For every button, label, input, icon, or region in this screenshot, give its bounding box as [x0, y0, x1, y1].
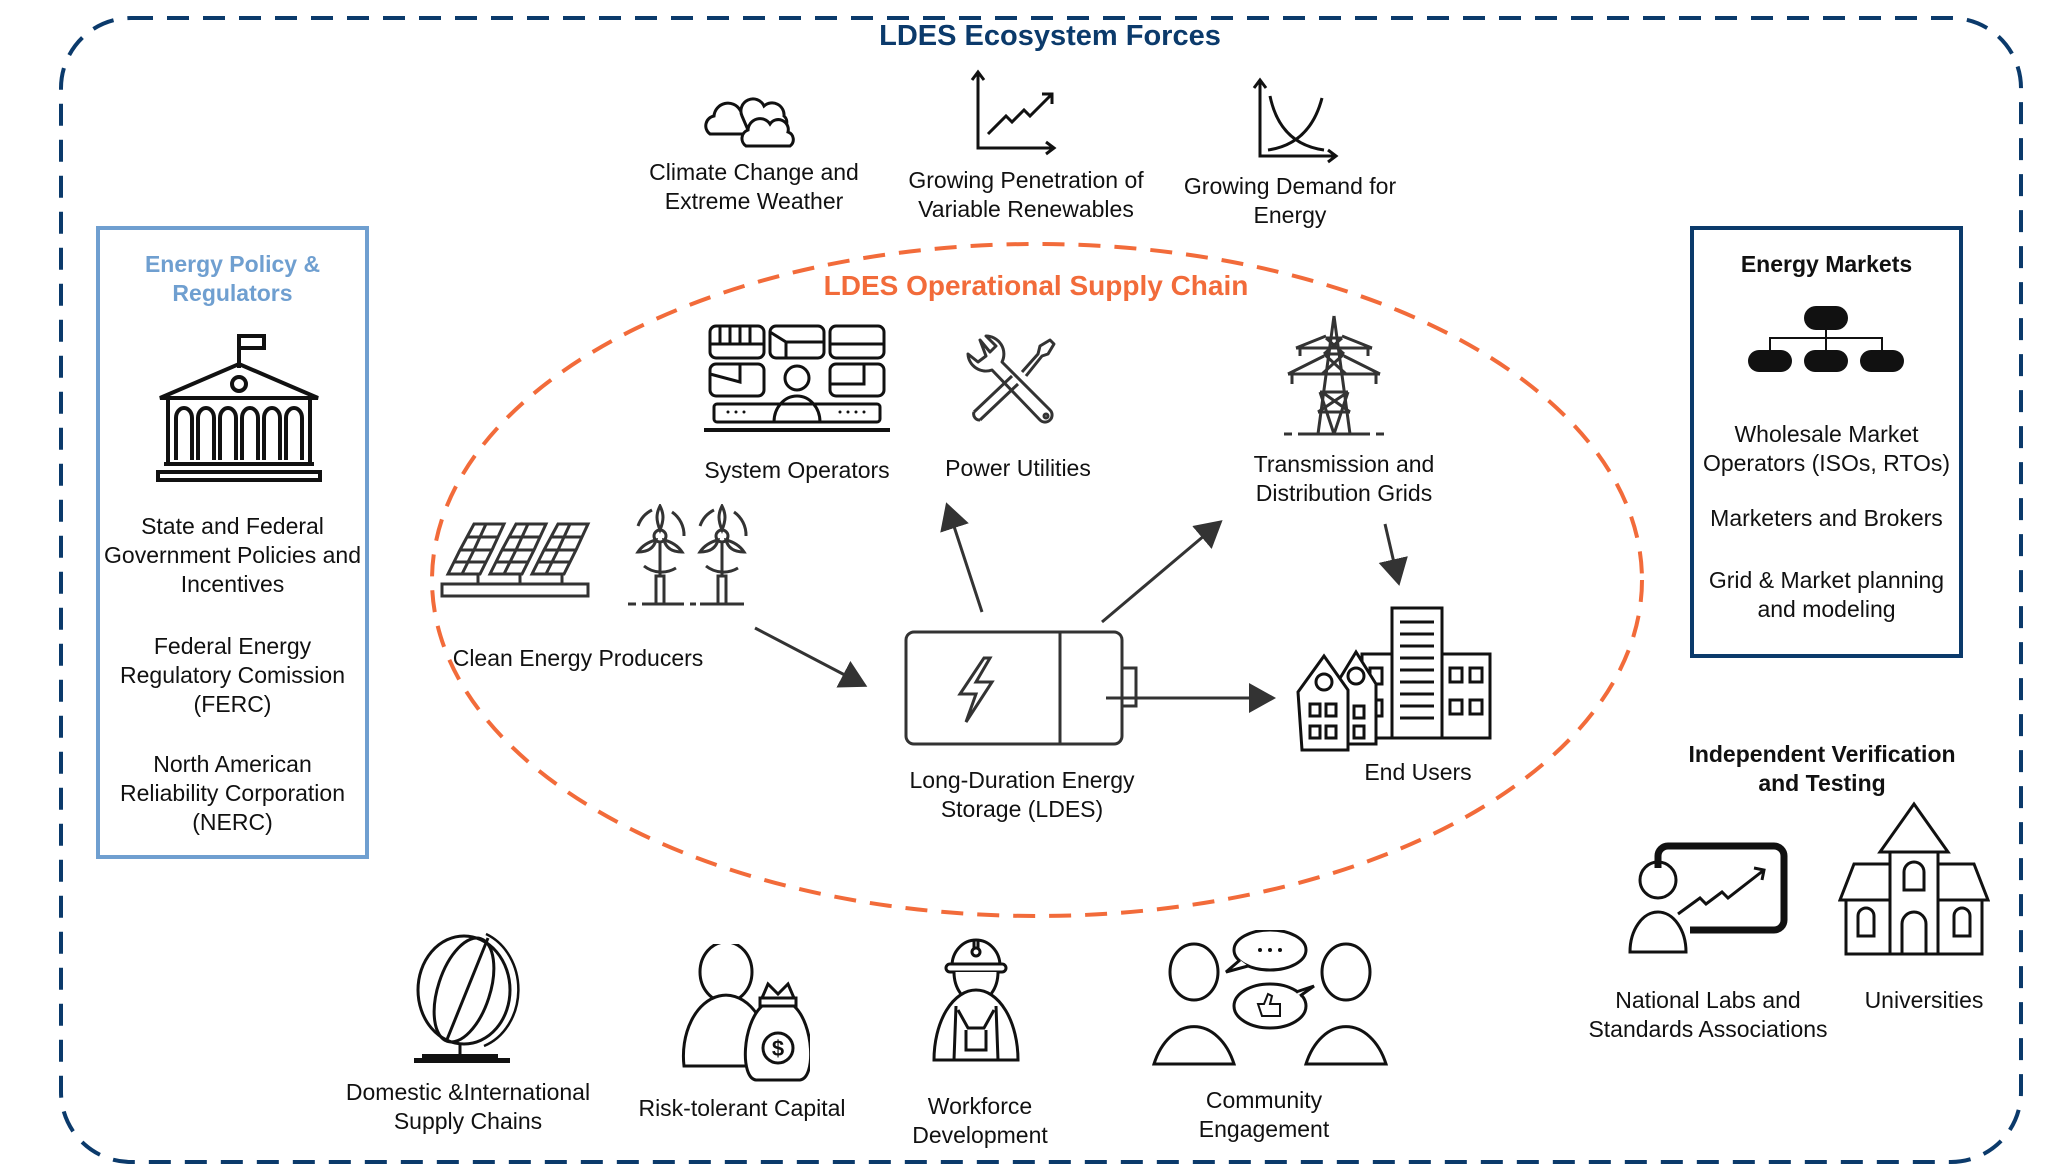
people-conversation-icon: [1151, 930, 1389, 1066]
node-end-users-label: End Users: [1364, 759, 1472, 785]
org-chart-icon: [1748, 306, 1904, 372]
flow-arrows: [754, 502, 1408, 713]
control-room-operator-icon: [704, 324, 890, 432]
transmission-tower-icon: [1284, 315, 1384, 436]
supply-chain-title: LDES Operational Supply Chain: [823, 270, 1249, 301]
wrench-screwdriver-icon: [966, 334, 1056, 424]
presenter-chart-icon: [1628, 842, 1788, 954]
markets-item-brokers: Marketers and Brokers: [1710, 505, 1943, 531]
force-capital-label: Risk-tolerant Capital: [638, 1095, 846, 1121]
solar-wind-icon: [440, 504, 748, 606]
government-building-icon: [156, 334, 322, 482]
verification-universities-label: Universities: [1864, 987, 1984, 1013]
markets-title: Energy Markets: [1740, 251, 1913, 277]
rising-chart-icon: [970, 69, 1057, 156]
node-system-operators-label: System Operators: [704, 457, 890, 483]
arrow-clean-to-ldes: [754, 626, 868, 688]
university-building-icon: [1838, 801, 1990, 956]
battery-icon: [904, 630, 1138, 746]
arrow-ldes-to-utilities: [940, 502, 984, 613]
svg-text:$: $: [772, 1036, 784, 1061]
policy-regulators-panel: Energy Policy &Regulators State and Fede…: [96, 226, 369, 859]
worker-hardhat-icon: [932, 938, 1020, 1062]
ecosystem-title: LDES Ecosystem Forces: [879, 20, 1221, 52]
supply-demand-curve-icon: [1252, 77, 1339, 164]
buildings-icon: [1296, 606, 1492, 752]
globe-icon: [414, 932, 520, 1063]
arrow-ldes-to-transmission: [1101, 520, 1223, 624]
arrow-transmission-to-endusers: [1378, 523, 1408, 586]
investor-money-bag-icon: $: [681, 944, 810, 1082]
policy-title: Energy Policy &Regulators: [144, 251, 321, 306]
ecosystem-boundary: [59, 16, 2023, 1164]
supply-chain-boundary: [430, 242, 1644, 918]
node-power-utilities-label: Power Utilities: [945, 455, 1091, 481]
node-clean-energy-label: Clean Energy Producers: [452, 645, 704, 671]
clouds-icon: [704, 97, 795, 148]
